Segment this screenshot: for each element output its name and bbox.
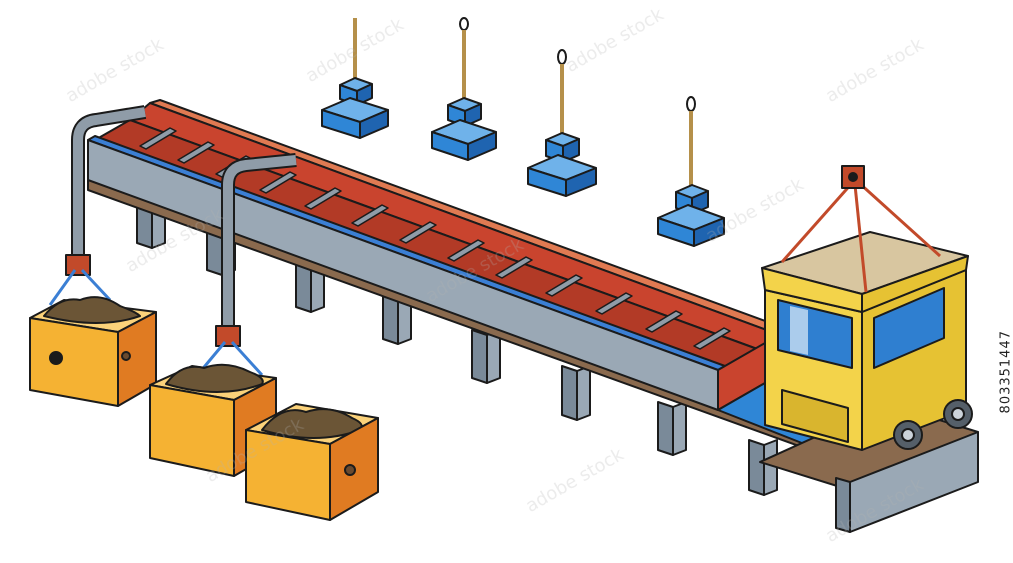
slat <box>447 239 485 262</box>
dispenser-head <box>431 17 497 161</box>
slat <box>304 187 342 210</box>
slat <box>545 274 583 297</box>
bin-hole <box>344 464 356 476</box>
pipe-arm-middle <box>215 153 297 347</box>
dispenser-head <box>321 18 389 139</box>
dispenser-head <box>527 49 597 197</box>
stock-id-label: 803351447 <box>998 330 1013 414</box>
dispenser-head <box>657 96 725 247</box>
pipe-clamp <box>215 325 241 347</box>
slat <box>399 221 437 244</box>
crane-cables <box>780 180 942 293</box>
slat <box>139 127 177 150</box>
slat <box>177 141 215 164</box>
pillar <box>576 365 591 421</box>
crane-cab <box>759 165 979 533</box>
bin-hole <box>121 351 131 361</box>
ore-bin <box>29 268 157 407</box>
ore-bin <box>245 403 379 521</box>
slat <box>495 256 533 279</box>
pillar <box>561 365 578 421</box>
pillar <box>471 329 488 384</box>
pillar <box>763 439 778 496</box>
pillar <box>672 401 687 456</box>
pillar <box>657 401 674 456</box>
pipe-clamp <box>65 254 91 276</box>
slat <box>693 327 731 350</box>
pillar <box>748 439 765 496</box>
slat <box>645 310 683 333</box>
slat <box>595 292 633 315</box>
slat <box>351 204 389 227</box>
slat <box>259 171 297 194</box>
bin-hole <box>49 351 63 365</box>
conveyor-slats <box>139 127 731 350</box>
cab-window <box>873 287 945 369</box>
